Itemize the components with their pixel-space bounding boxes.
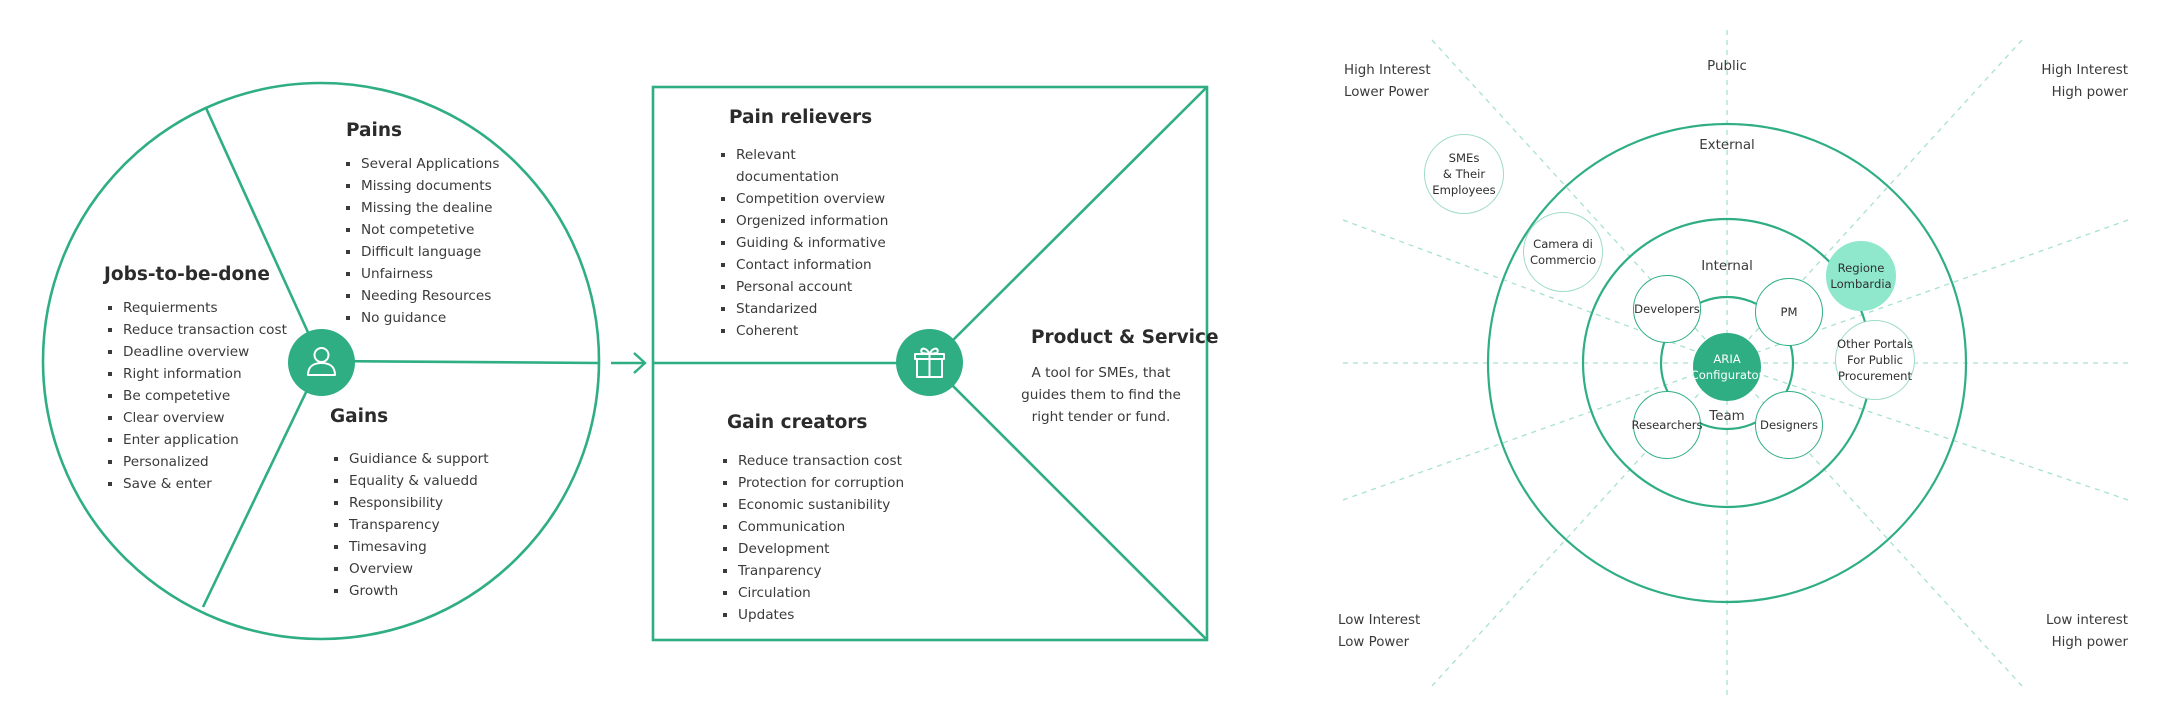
list-item: Unfairness	[346, 263, 499, 285]
list-item: Circulation	[723, 582, 904, 604]
list-item: Not competetive	[346, 219, 499, 241]
node-label: ARIA Configurator	[1690, 352, 1764, 382]
list-item: Equality & valuedd	[334, 470, 489, 492]
list-item: Missing the dealine	[346, 197, 499, 219]
list-item: Personalized	[108, 451, 287, 473]
list-item: Right information	[108, 363, 287, 385]
pains-title: Pains	[346, 120, 403, 141]
corner-bottom-right: Low interest High power	[2046, 613, 2128, 650]
node-camera-di-commercio: Camera di Commercio	[1523, 212, 1603, 292]
product-service-title: Product & Service	[1031, 327, 1219, 348]
list-item: Guidiance & support	[334, 448, 489, 470]
node-researchers: Researchers	[1631, 391, 1703, 459]
list-item: Guiding & informative	[721, 232, 901, 254]
user-icon	[307, 347, 336, 376]
list-item: Contact information	[721, 254, 901, 276]
corner-top-right: High Interest High power	[2041, 63, 2128, 100]
list-item: Updates	[723, 604, 904, 626]
list-item: Growth	[334, 580, 489, 602]
list-item: Requierments	[108, 297, 287, 319]
fit-arrow	[611, 352, 647, 374]
list-item: Several Applications	[346, 153, 499, 175]
node-label: Researchers	[1631, 418, 1703, 432]
value-map-shape	[651, 85, 1209, 642]
gain-creators-title: Gain creators	[727, 412, 868, 433]
gift-icon-badge	[896, 329, 963, 396]
ring-label-team: Team	[1709, 409, 1745, 424]
divider-pains-jobs	[204, 107, 323, 362]
node-smes: SMEs & Their Employees	[1424, 134, 1504, 214]
node-label: PM	[1780, 305, 1798, 319]
list-item: Relevant documentation	[721, 144, 901, 188]
jobs-list: Requierments Reduce transaction cost Dea…	[108, 297, 287, 495]
ring-label-public: Public	[1707, 59, 1747, 74]
list-item: Communication	[723, 516, 904, 538]
node-label: Camera di Commercio	[1529, 237, 1597, 267]
ring-label-external: External	[1699, 138, 1755, 153]
list-item: Be competetive	[108, 385, 287, 407]
gains-list: Guidiance & support Equality & valuedd R…	[334, 448, 489, 602]
node-other-portals: Other Portals For Public Procurement	[1835, 320, 1915, 400]
node-label: Other Portals For Public Procurement	[1837, 337, 1913, 383]
node-label: Designers	[1760, 418, 1818, 432]
divider-product-bottom	[929, 362, 1208, 641]
list-item: Competition overview	[721, 188, 901, 210]
customer-profile-circle	[41, 81, 601, 641]
stakeholder-rings	[1486, 122, 1968, 604]
gift-icon	[914, 347, 945, 378]
jobs-title: Jobs-to-be-done	[104, 264, 270, 285]
list-item: Transparency	[334, 514, 489, 536]
list-item: Economic sustanibility	[723, 494, 904, 516]
list-item: Difficult language	[346, 241, 499, 263]
pains-list: Several Applications Missing documents M…	[346, 153, 499, 329]
node-label: SMEs & Their Employees	[1432, 151, 1496, 197]
list-item: Timesaving	[334, 536, 489, 558]
team-ring	[1659, 295, 1795, 431]
list-item: No guidance	[346, 307, 499, 329]
list-item: Reduce transaction cost	[108, 319, 287, 341]
list-item: Protection for corruption	[723, 472, 904, 494]
list-item: Responsibility	[334, 492, 489, 514]
list-item: Coherent	[721, 320, 901, 342]
node-designers: Designers	[1755, 391, 1823, 459]
corner-bottom-left: Low Interest Low Power	[1338, 613, 1421, 650]
list-item: Deadline overview	[108, 341, 287, 363]
list-item: Standarized	[721, 298, 901, 320]
node-label: Developers	[1634, 302, 1700, 316]
node-pm: PM	[1755, 278, 1823, 346]
list-item: Reduce transaction cost	[723, 450, 904, 472]
gains-title: Gains	[330, 406, 389, 427]
node-label: Regione Lombardia	[1830, 261, 1892, 291]
customer-profile-shape	[41, 81, 601, 641]
list-item: Needing Resources	[346, 285, 499, 307]
list-item: Personal account	[721, 276, 901, 298]
list-item: Overview	[334, 558, 489, 580]
list-item: Development	[723, 538, 904, 560]
user-icon-badge	[288, 329, 355, 396]
pain-relievers-title: Pain relievers	[729, 107, 873, 128]
list-item: Missing documents	[346, 175, 499, 197]
gain-creators-list: Reduce transaction cost Protection for c…	[723, 450, 904, 626]
list-item: Orgenized information	[721, 210, 901, 232]
node-developers: Developers	[1633, 275, 1701, 343]
node-regione-lombardia: Regione Lombardia	[1826, 241, 1896, 311]
list-item: Tranparency	[723, 560, 904, 582]
product-service-description: A tool for SMEs, that guides them to fin…	[1021, 365, 1181, 425]
list-item: Clear overview	[108, 407, 287, 429]
external-ring	[1486, 122, 1968, 604]
pain-relievers-list: Relevant documentation Competition overv…	[721, 144, 901, 342]
divider-jobs-gains	[201, 360, 323, 608]
list-item: Enter application	[108, 429, 287, 451]
corner-top-left: High Interest Lower Power	[1344, 63, 1431, 100]
node-aria-configurator: ARIA Configurator	[1690, 333, 1764, 401]
divider-pains-gains	[320, 359, 600, 365]
ring-label-internal: Internal	[1701, 259, 1753, 274]
list-item: Save & enter	[108, 473, 287, 495]
divider-product-top	[929, 86, 1208, 364]
